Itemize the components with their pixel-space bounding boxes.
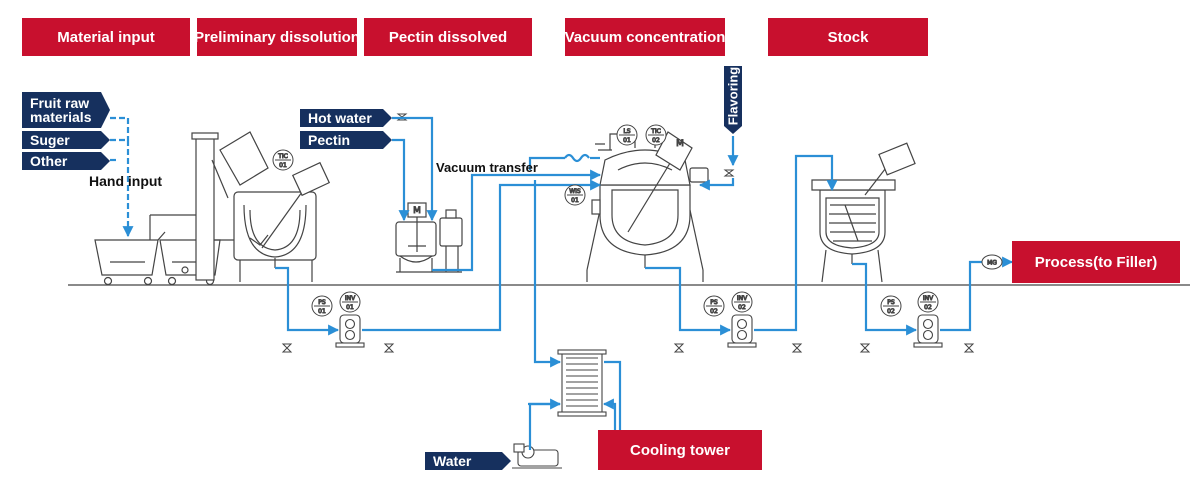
vacuum-motor-label: M [676, 139, 684, 149]
pump-2 [727, 314, 757, 348]
tag-fruit-raw-materials-label: Fruit raw materials [30, 95, 92, 125]
dissolution-kettle [233, 161, 331, 282]
tag-suger-label: Suger [30, 132, 70, 148]
tag-water: Water [425, 452, 511, 470]
ps01-num: 01 [318, 308, 326, 315]
process-to-filler: Process(to Filler) [1012, 241, 1180, 283]
stage-stock: Stock [768, 18, 928, 56]
tag-hot-water: Hot water [300, 109, 392, 127]
tag-fruit-raw-materials: Fruit raw materials [22, 92, 110, 128]
mg-gauge [981, 254, 1003, 270]
tag-other: Other [22, 152, 110, 170]
pump-1 [335, 314, 365, 348]
blue-pipes [110, 116, 1014, 450]
mg-tag: MG [987, 260, 997, 267]
hand-input-label: Hand input [89, 173, 163, 189]
inv02a-tag: INV [737, 295, 748, 302]
stage-vacuum-concentration: Vacuum concentration [565, 18, 725, 56]
cooling-tower: Cooling tower [598, 430, 762, 470]
tag-pectin: Pectin [300, 131, 392, 149]
tic02-num: 02 [652, 137, 660, 144]
vacuum-transfer-label: Vacuum transfer [436, 160, 538, 175]
tag-flavoring-label: Flavoring [725, 66, 741, 126]
ps02b-tag: PS [887, 299, 895, 306]
plate-heat-exchanger [557, 349, 607, 417]
tic02-tag: TIC [650, 128, 661, 135]
stock-drum [811, 142, 916, 283]
tag-flavoring: Flavoring [724, 66, 742, 134]
ps02b-num: 02 [887, 308, 895, 315]
vacuum-kettle [586, 131, 709, 282]
pump-3 [913, 314, 943, 348]
ps02a-num: 02 [710, 308, 718, 315]
ps02a-tag: PS [710, 299, 718, 306]
water-pump [512, 443, 562, 469]
tag-water-label: Water [433, 453, 472, 469]
wis01-num: 01 [571, 197, 579, 204]
tag-pectin-label: Pectin [308, 132, 351, 148]
pectin-mixer [395, 202, 463, 273]
tag-hot-water-label: Hot water [308, 110, 372, 126]
tic01-tag: TIC [277, 153, 288, 160]
inv01-num: 01 [346, 304, 354, 311]
inv02a-num: 02 [738, 304, 746, 311]
ls01-tag: LS [623, 128, 630, 135]
bucket-lifter [181, 131, 269, 281]
tag-other-label: Other [30, 153, 68, 169]
ls01-num: 01 [623, 137, 631, 144]
inv01-tag: INV [345, 295, 356, 302]
pectin-motor-label: M [413, 206, 421, 216]
inv02b-tag: INV [923, 295, 934, 302]
inv02b-num: 02 [924, 304, 932, 311]
wis01-tag: WIS [569, 188, 581, 195]
tag-suger: Suger [22, 131, 110, 149]
stage-pectin-dissolved: Pectin dissolved [364, 18, 532, 56]
tic01-num: 01 [279, 162, 287, 169]
stage-material-input: Material input [22, 18, 190, 56]
stage-preliminary-dissolution: Preliminary dissolution [194, 18, 360, 56]
ps01-tag: PS [318, 299, 326, 306]
